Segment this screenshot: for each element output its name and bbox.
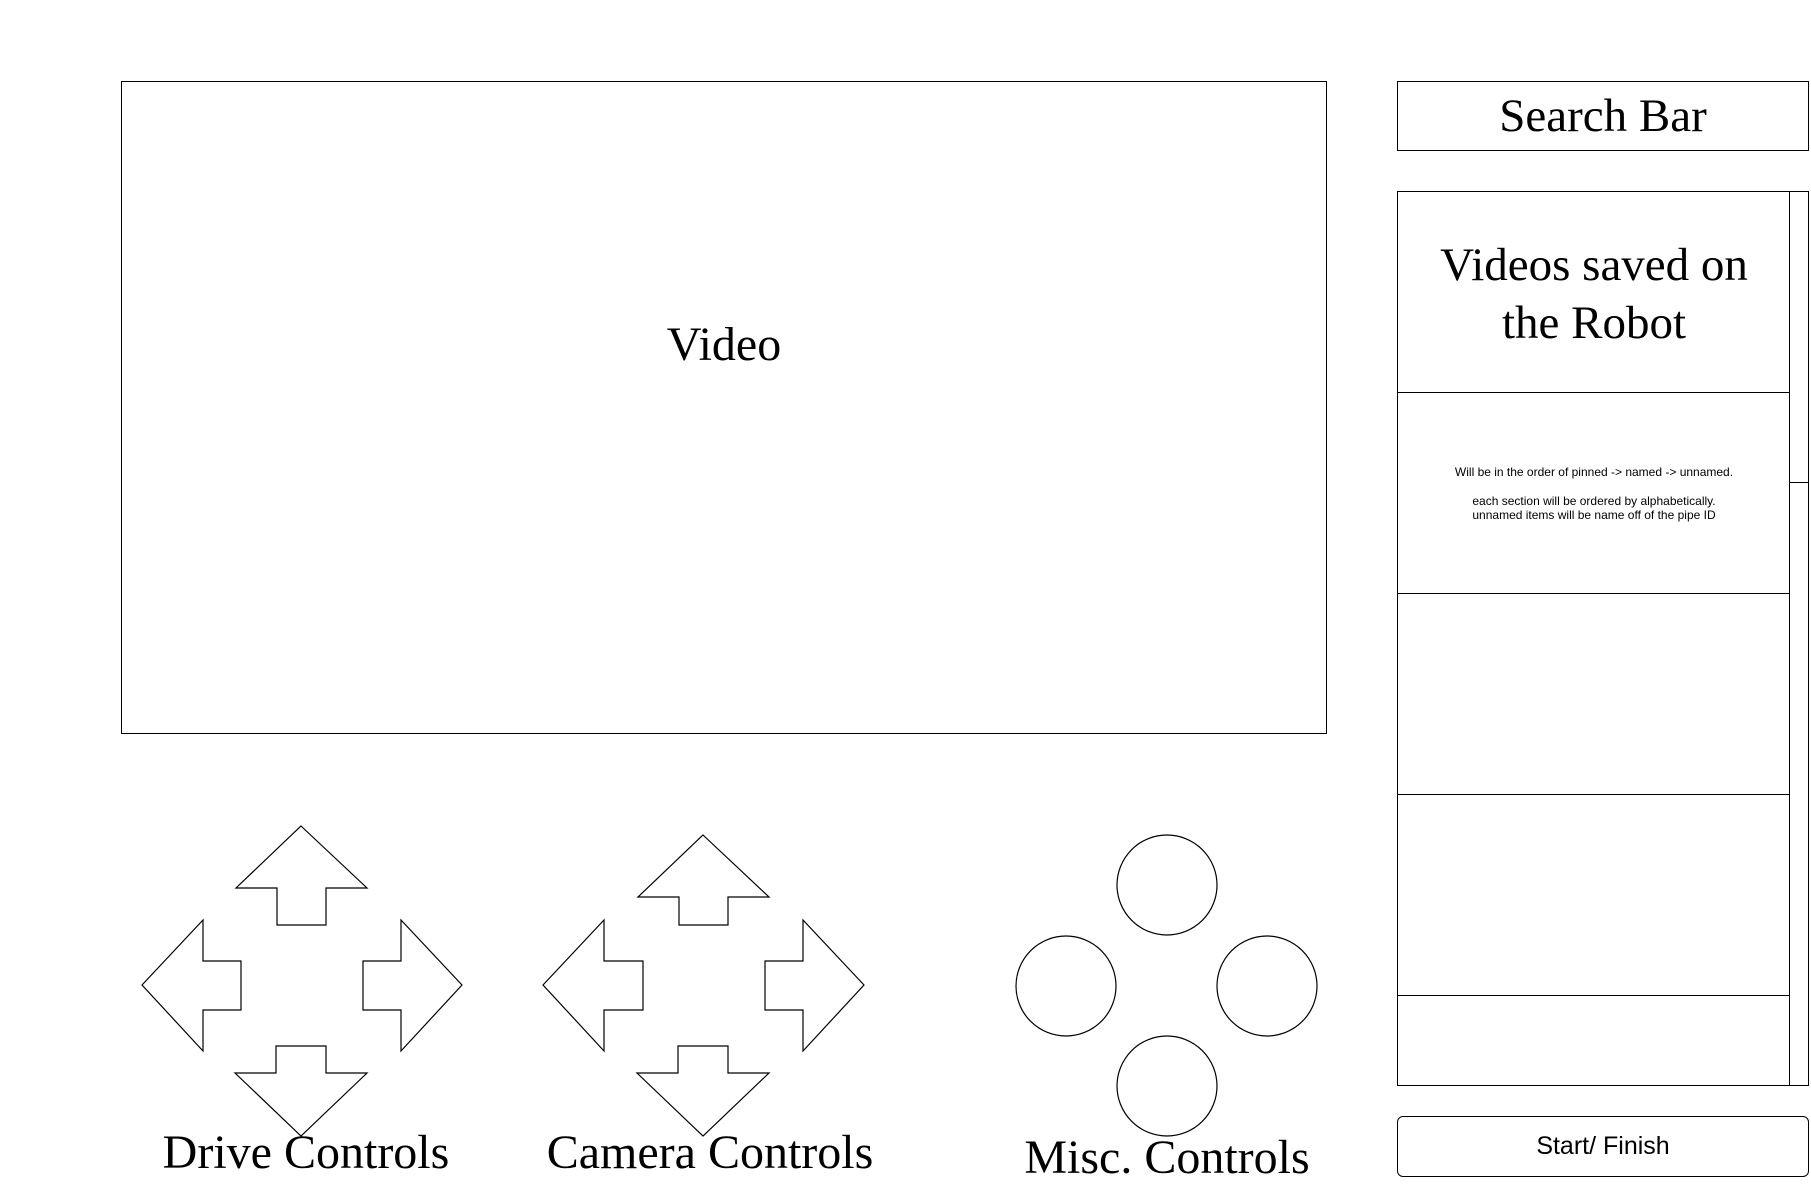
list-item[interactable] — [1398, 996, 1790, 1085]
drive-left-arrow-icon[interactable] — [141, 918, 242, 1053]
drive-controls — [141, 825, 463, 1137]
list-note-line2: each section will be ordered by alphabet… — [1472, 494, 1716, 508]
drive-controls-label: Drive Controls — [162, 1126, 450, 1179]
camera-up-arrow-icon[interactable] — [636, 834, 771, 926]
misc-right-button[interactable] — [1216, 935, 1318, 1037]
misc-left-button[interactable] — [1015, 935, 1117, 1037]
camera-right-arrow-icon[interactable] — [764, 918, 865, 1053]
misc-controls — [1015, 834, 1318, 1137]
list-item[interactable]: Will be in the order of pinned -> named … — [1398, 393, 1790, 594]
start-finish-button[interactable]: Start/ Finish — [1397, 1116, 1809, 1177]
misc-controls-label: Misc. Controls — [1024, 1131, 1310, 1184]
camera-controls — [542, 834, 865, 1137]
list-item[interactable] — [1398, 795, 1790, 996]
start-finish-label: Start/ Finish — [1536, 1132, 1670, 1160]
list-title-line1: Videos saved on — [1440, 239, 1748, 291]
list-scrollbar[interactable] — [1789, 191, 1809, 1086]
camera-down-arrow-icon[interactable] — [635, 1045, 771, 1137]
list-title-line2: the Robot — [1501, 297, 1687, 349]
list-note-line1: Will be in the order of pinned -> named … — [1454, 465, 1734, 479]
saved-videos-list: Videos saved on the Robot Will be in the… — [1397, 191, 1809, 1086]
drive-right-arrow-icon[interactable] — [362, 918, 463, 1053]
video-panel: Video — [121, 81, 1327, 734]
misc-bottom-button[interactable] — [1116, 1035, 1218, 1137]
list-item[interactable] — [1398, 594, 1790, 795]
list-scrollbar-thumb[interactable] — [1790, 191, 1809, 483]
search-bar[interactable]: Search Bar — [1397, 81, 1809, 151]
list-header: Videos saved on the Robot — [1398, 192, 1790, 393]
misc-top-button[interactable] — [1116, 834, 1218, 936]
search-bar-label: Search Bar — [1499, 90, 1707, 142]
video-label: Video — [666, 318, 782, 371]
camera-left-arrow-icon[interactable] — [542, 918, 644, 1053]
drive-up-arrow-icon[interactable] — [234, 825, 369, 926]
list-note-line3: unnamed items will be name off of the pi… — [1472, 508, 1716, 522]
camera-controls-label: Camera Controls — [546, 1126, 874, 1179]
drive-down-arrow-icon[interactable] — [233, 1045, 369, 1137]
